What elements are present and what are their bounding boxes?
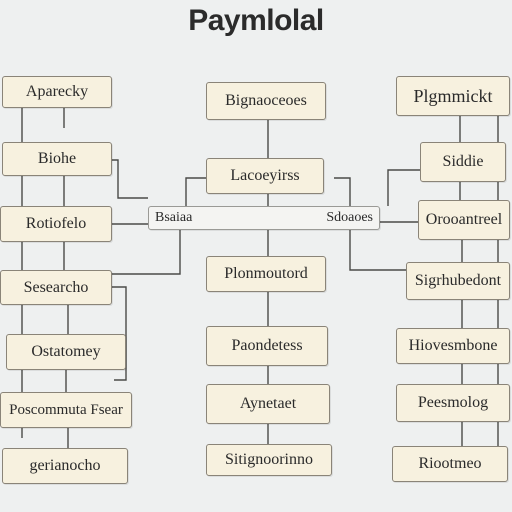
node-right-2: Siddie xyxy=(420,142,506,182)
node-left-6: Poscommuta Fsear xyxy=(0,392,132,428)
node-left-2: Biohe xyxy=(2,142,112,176)
node-right-7: Riootmeo xyxy=(392,446,508,482)
node-center-3: Plonmoutord xyxy=(206,256,326,292)
node-center-1: Bignaoceoes xyxy=(206,82,326,120)
node-center-2: Lacoeyirss xyxy=(206,158,324,194)
node-right-1: Plgmmickt xyxy=(396,76,510,116)
node-right-4: Sigrhubedont xyxy=(406,262,510,300)
bar-label-left: Bsaiaa xyxy=(155,210,193,225)
node-center-4: Paondetess xyxy=(206,326,328,366)
node-left-3: Rotiofelo xyxy=(0,206,112,242)
node-right-5: Hiovesmbone xyxy=(396,328,510,364)
node-left-7: gerianocho xyxy=(2,448,128,484)
connector xyxy=(387,169,420,206)
node-center-6: Sitignoorinno xyxy=(206,444,332,476)
connector xyxy=(349,230,406,271)
connector xyxy=(334,177,351,206)
node-left-4: Sesearcho xyxy=(0,270,112,305)
node-left-1: Aparecky xyxy=(2,76,112,108)
diagram-title: Paymlolal xyxy=(188,4,324,37)
connector xyxy=(112,286,127,381)
node-center-5: Aynetaet xyxy=(206,384,330,424)
bar-label-right: Sdoaoes xyxy=(326,210,373,225)
connector xyxy=(185,177,206,206)
center-connector-bar: Bsaiaa Sdoaoes xyxy=(148,206,380,230)
connector xyxy=(110,159,148,199)
node-right-6: Peesmolog xyxy=(396,384,510,422)
node-right-3: Orooantreel xyxy=(418,200,510,240)
node-left-5: Ostatomey xyxy=(6,334,126,370)
